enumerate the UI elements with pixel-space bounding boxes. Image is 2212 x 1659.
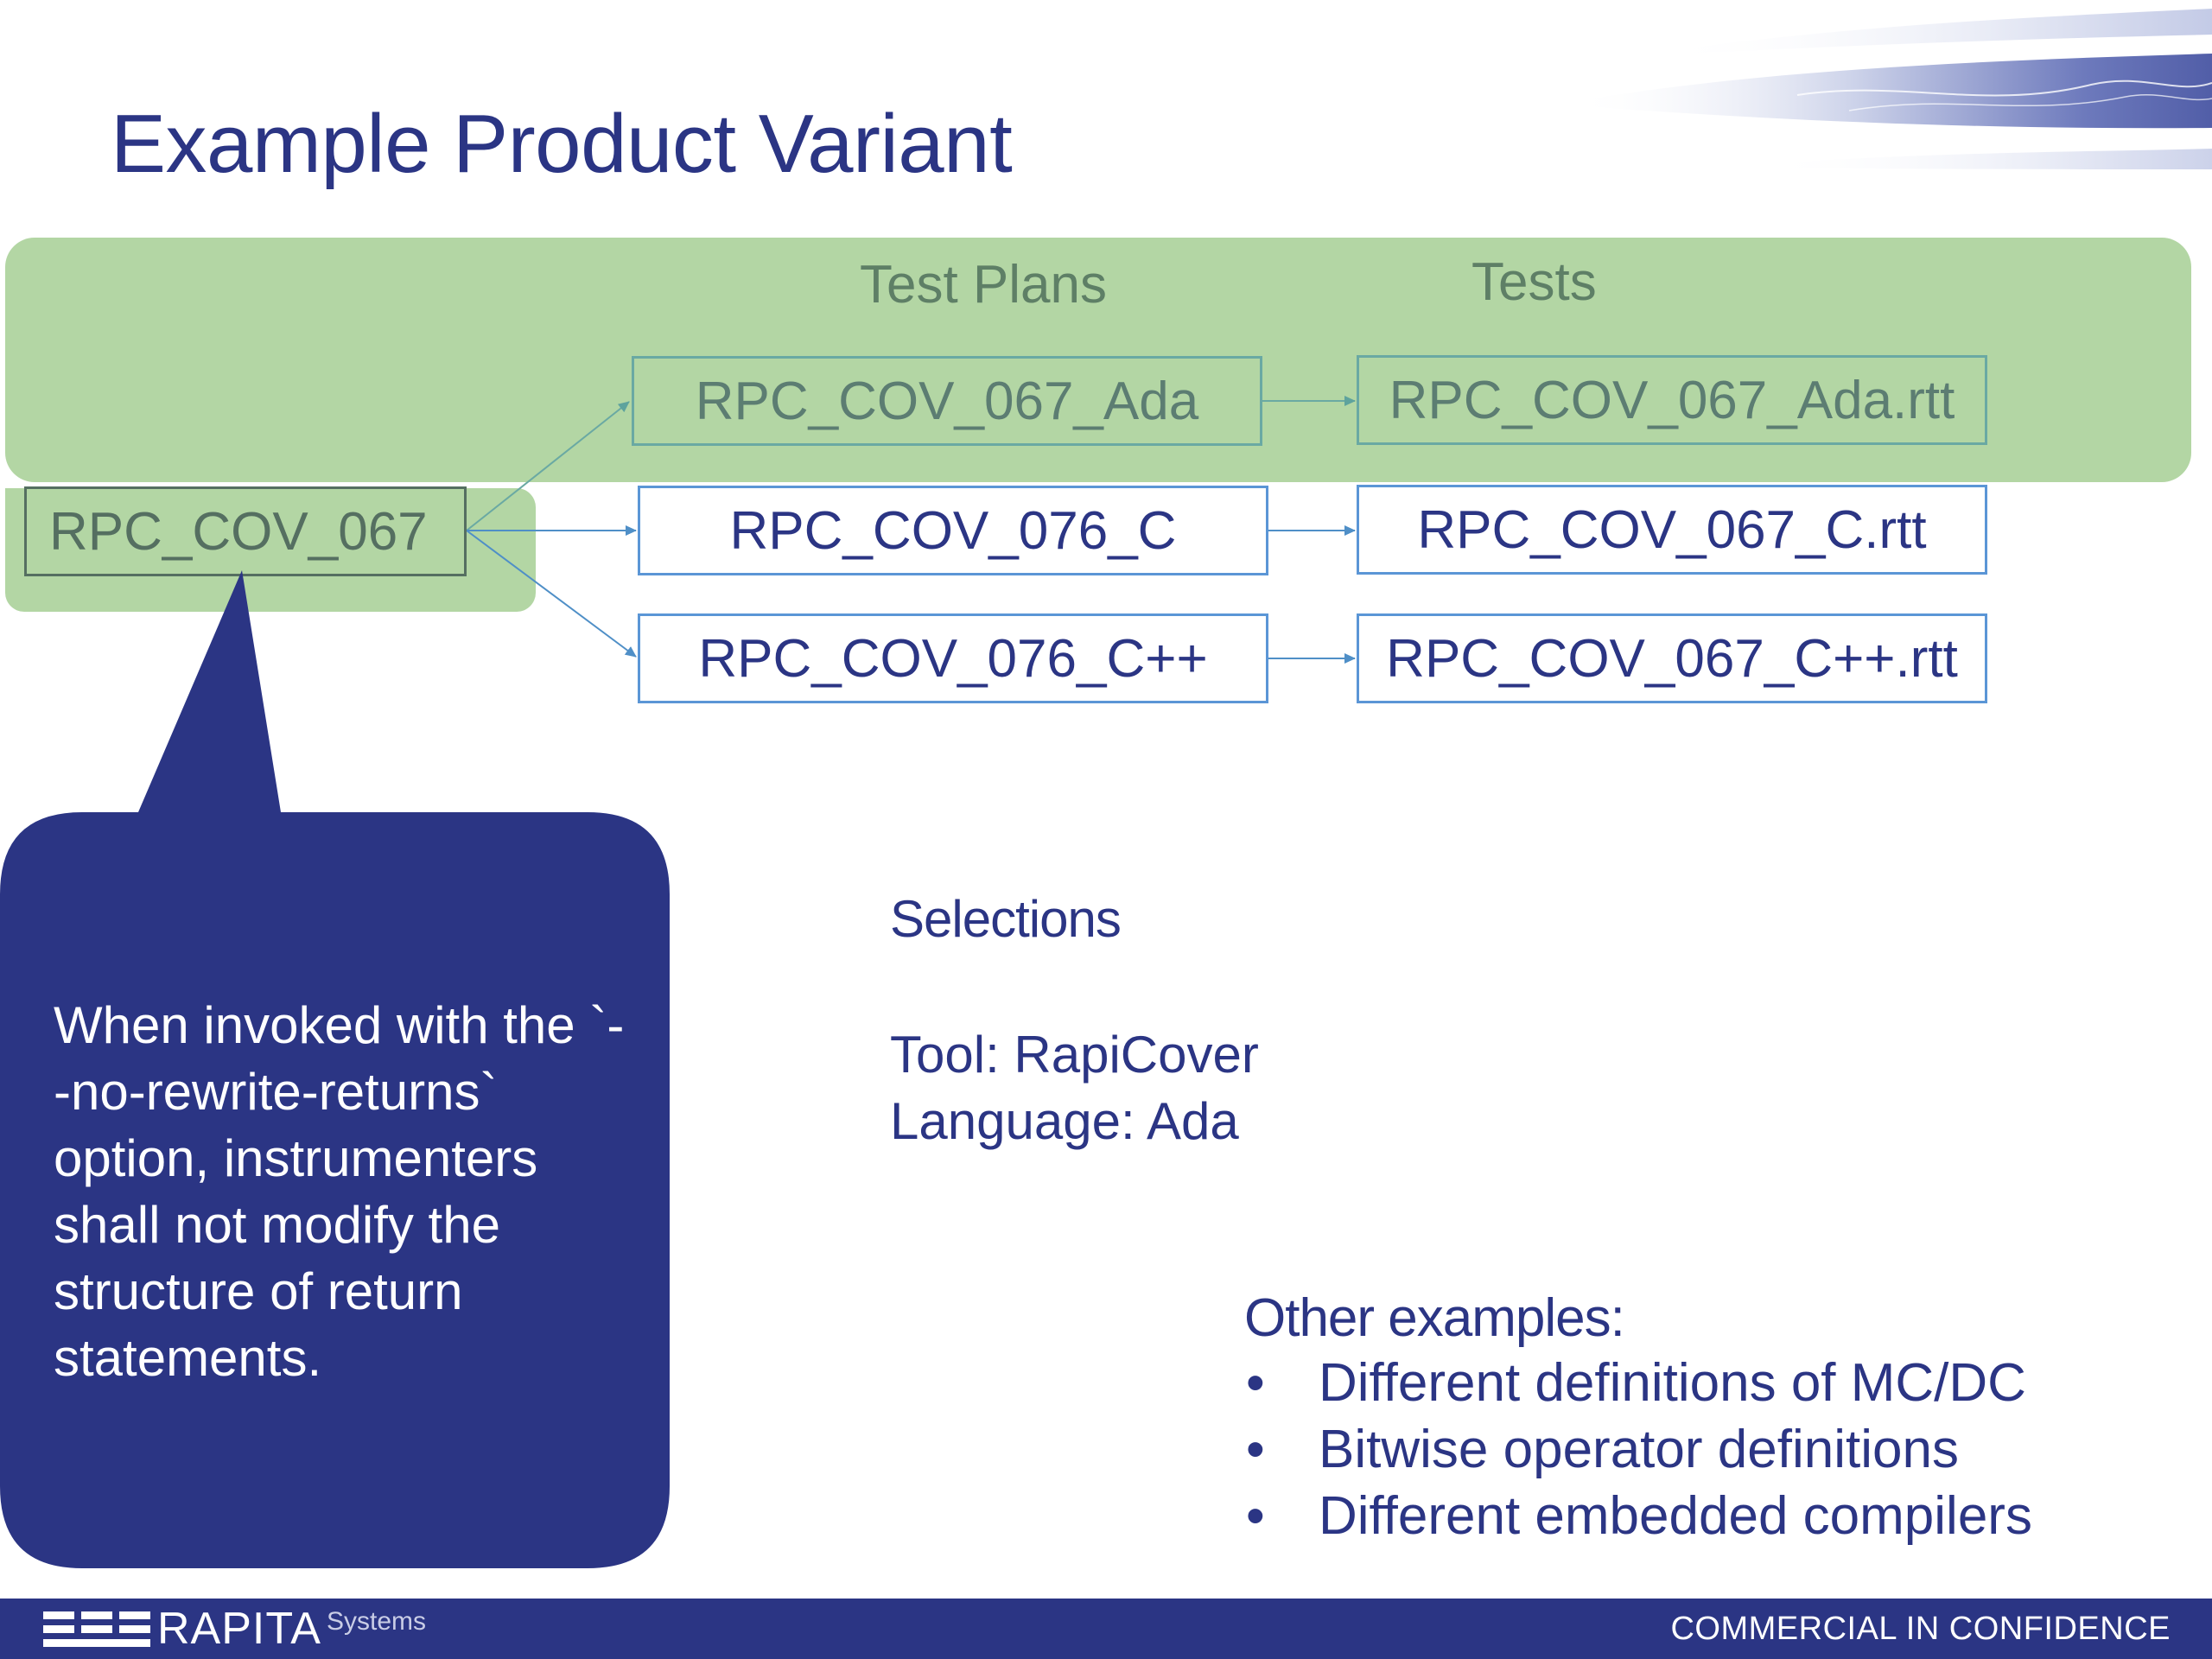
test-plan-box-cpp: RPC_COV_076_C++ bbox=[638, 613, 1268, 703]
logo-subtext: Systems bbox=[326, 1607, 426, 1636]
list-item: • Different embedded compilers bbox=[1244, 1485, 2032, 1547]
column-header-test-plans: Test Plans bbox=[860, 255, 1108, 315]
test-plan-box-c: RPC_COV_076_C bbox=[638, 486, 1268, 575]
selections-heading: Selections bbox=[890, 890, 1122, 948]
list-item: • Different definitions of MC/DC bbox=[1244, 1352, 2026, 1414]
logo-wordmark: RAPITA bbox=[157, 1604, 321, 1654]
column-header-tests: Tests bbox=[1471, 252, 1597, 312]
footer-logo: RAPITA Systems bbox=[43, 1604, 426, 1654]
bullet-glyph: • bbox=[1246, 1353, 1265, 1413]
list-item-text: Different embedded compilers bbox=[1319, 1486, 2032, 1546]
other-examples-heading: Other examples: bbox=[1244, 1288, 1625, 1348]
selection-tool: Tool: RapiCover bbox=[890, 1026, 1259, 1084]
confidentiality-label: COMMERCIAL IN CONFIDENCE bbox=[1670, 1611, 2171, 1647]
root-requirement-box: RPC_COV_067 bbox=[24, 486, 467, 576]
page-title: Example Product Variant bbox=[111, 98, 1013, 190]
highlight-band-root bbox=[5, 488, 536, 612]
list-item-text: Different definitions of MC/DC bbox=[1319, 1353, 2026, 1413]
header-decoration bbox=[1573, 9, 2212, 169]
footer-bar bbox=[0, 1599, 2212, 1659]
highlight-band-ada-row bbox=[5, 238, 2191, 482]
bullet-glyph: • bbox=[1246, 1486, 1265, 1546]
selection-language: Language: Ada bbox=[890, 1092, 1239, 1150]
bullet-glyph: • bbox=[1246, 1420, 1265, 1479]
callout-text: When invoked with the `--no-rewrite-retu… bbox=[54, 996, 625, 1387]
test-box-cpp-rtt: RPC_COV_067_C++.rtt bbox=[1357, 613, 1987, 703]
list-item: • Bitwise operator definitions bbox=[1244, 1419, 1959, 1480]
test-box-c-rtt: RPC_COV_067_C.rtt bbox=[1357, 485, 1987, 575]
test-plan-box-ada: RPC_COV_067_Ada bbox=[632, 356, 1262, 446]
test-box-ada-rtt: RPC_COV_067_Ada.rtt bbox=[1357, 355, 1987, 445]
list-item-text: Bitwise operator definitions bbox=[1319, 1420, 1959, 1479]
logo-mark-icon bbox=[43, 1611, 150, 1647]
